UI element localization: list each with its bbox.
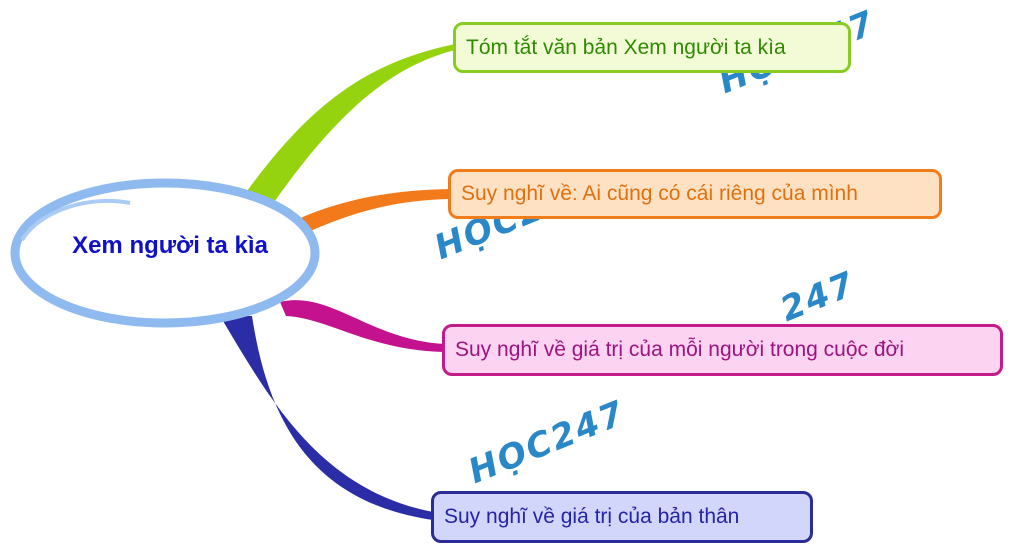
branch-individuality[interactable]: Suy nghĩ về: Ai cũng có cái riêng của mì… [448, 169, 942, 219]
center-node-ring [10, 178, 320, 328]
connector-navy [220, 316, 433, 520]
branch-summary[interactable]: Tóm tắt văn bản Xem người ta kìa [453, 22, 851, 73]
branch-summary-label: Tóm tắt văn bản Xem người ta kìa [466, 35, 786, 59]
center-node-label: Xem người ta kìa [72, 232, 268, 259]
branch-value-of-people[interactable]: Suy nghĩ về giá trị của mỗi người trong … [442, 324, 1003, 376]
branch-value-of-people-label: Suy nghĩ về giá trị của mỗi người trong … [455, 338, 904, 361]
connector-magenta [280, 300, 444, 352]
branch-self-value[interactable]: Suy nghĩ về giá trị của bản thân [431, 491, 813, 543]
branch-individuality-label: Suy nghĩ về: Ai cũng có cái riêng của mì… [461, 182, 858, 205]
branch-self-value-label: Suy nghĩ về giá trị của bản thân [444, 505, 740, 528]
connector-green [242, 44, 455, 205]
connector-orange [296, 189, 450, 236]
center-node-ring-stroke [20, 198, 131, 242]
